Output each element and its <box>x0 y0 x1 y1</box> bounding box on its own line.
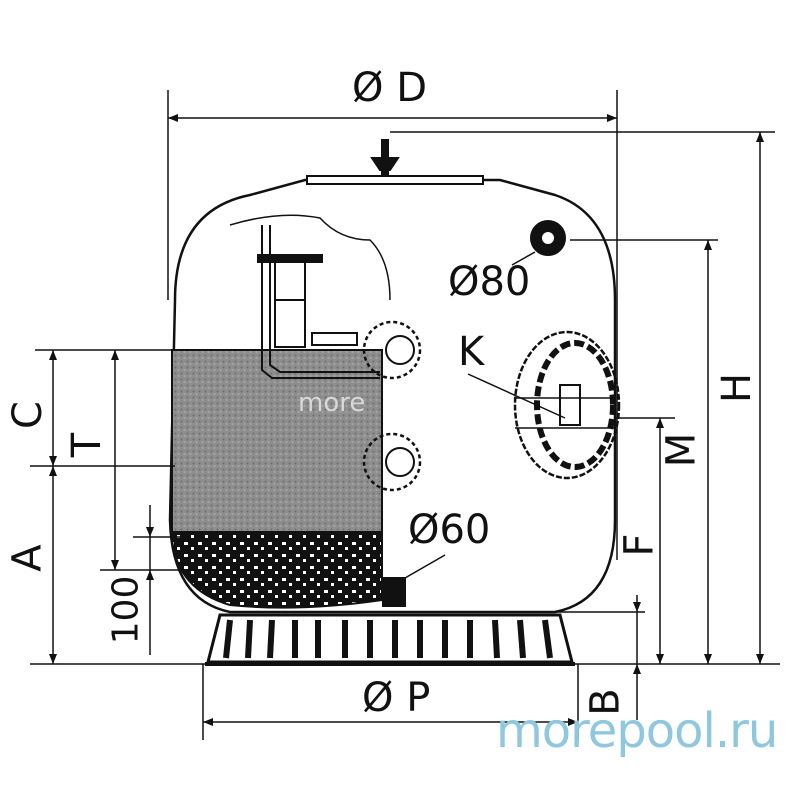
flange-top <box>362 320 422 380</box>
internal-collector <box>261 225 380 379</box>
watermark: morepool.ru <box>496 703 778 759</box>
label-port-60: Ø60 <box>408 507 491 553</box>
label-t: T <box>64 432 111 458</box>
label-100: 100 <box>105 575 147 645</box>
label-diameter-d: Ø D <box>352 65 427 111</box>
label-f: F <box>616 533 663 557</box>
cutaway-line <box>229 214 391 301</box>
label-k: K <box>458 329 485 375</box>
faint-watermark: more <box>298 388 366 418</box>
manhole-outer <box>513 330 621 480</box>
tank-outline <box>168 178 617 614</box>
label-diameter-p: Ø P <box>362 675 431 721</box>
label-h: H <box>714 372 761 404</box>
label-m: M <box>658 432 705 468</box>
flange-bottom <box>362 432 422 492</box>
manhole-inner <box>534 340 616 470</box>
top-valve <box>370 139 400 177</box>
top-lid <box>306 175 484 185</box>
label-a: A <box>4 544 51 572</box>
drain-port <box>382 577 406 607</box>
gravel-layer <box>171 531 383 609</box>
collector-head <box>257 254 323 263</box>
label-c: C <box>4 401 51 429</box>
label-port-80: Ø80 <box>448 259 531 305</box>
